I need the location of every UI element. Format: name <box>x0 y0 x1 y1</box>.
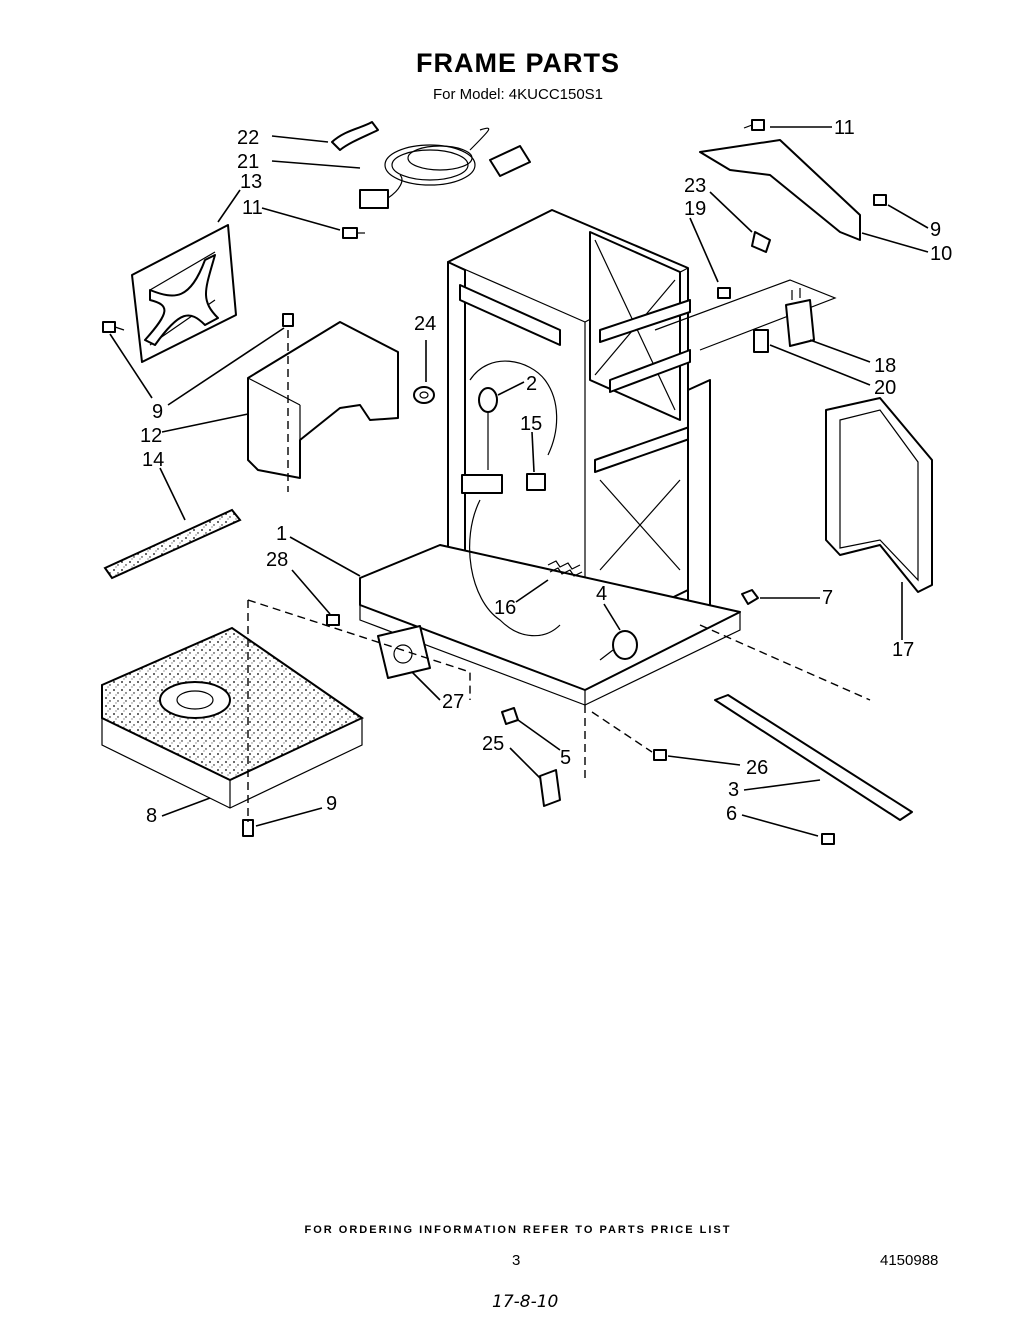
callout-11-left: 11 <box>242 197 263 219</box>
part-18-control-switch <box>785 288 815 347</box>
part-9-screw-right <box>873 194 887 206</box>
callout-1: 1 <box>276 523 287 545</box>
callout-13: 13 <box>240 171 262 193</box>
callout-5: 5 <box>560 747 571 769</box>
part-27-mounting-bracket <box>377 625 431 679</box>
part-21-power-cord <box>359 127 531 209</box>
callout-3: 3 <box>728 779 739 801</box>
callout-28: 28 <box>266 549 288 571</box>
part-2-thermostat <box>478 387 498 470</box>
part-7-nut <box>741 589 759 605</box>
callout-17: 17 <box>892 639 914 661</box>
callout-22: 22 <box>237 127 259 149</box>
callout-10: 10 <box>930 243 952 265</box>
part-17-panel <box>825 397 933 593</box>
callout-6: 6 <box>726 803 737 825</box>
part-12-cover-bracket <box>247 321 399 492</box>
callout-18: 18 <box>874 355 896 377</box>
part-12-screw <box>282 313 294 327</box>
main-frame <box>359 209 741 706</box>
callout-14: 14 <box>142 449 164 471</box>
part-28-screw <box>326 614 340 626</box>
callout-9-right: 9 <box>930 219 941 241</box>
callout-27: 27 <box>442 691 464 713</box>
part-8-base-pan <box>101 626 364 809</box>
page-number: 3 <box>512 1252 521 1269</box>
callout-21: 21 <box>237 151 259 173</box>
ordering-note: FOR ORDERING INFORMATION REFER TO PARTS … <box>304 1224 732 1236</box>
leader-lines <box>109 126 929 837</box>
part-10-hinge-bracket <box>699 139 861 241</box>
part-9-screw-bottom <box>242 819 254 837</box>
part-3-rail <box>714 694 913 821</box>
part-5-nut <box>501 707 519 725</box>
handwritten-note: 17-8-10 <box>492 1292 559 1312</box>
model-subtitle: For Model: 4KUCC150S1 <box>432 86 604 103</box>
part-9-screw-left <box>102 321 125 333</box>
callout-15: 15 <box>520 413 542 435</box>
part-26-screw <box>653 749 667 761</box>
callout-9-bottom: 9 <box>326 793 337 815</box>
callout-20: 20 <box>874 377 896 399</box>
callout-2: 2 <box>526 373 537 395</box>
part-4-control-knob <box>599 630 638 661</box>
part-24-grommet <box>413 386 435 404</box>
part-13-side-panel <box>131 224 237 363</box>
callout-11-right: 11 <box>834 117 855 139</box>
part-16-spring <box>547 560 583 577</box>
guide-plane <box>654 279 837 351</box>
part-6-screw <box>821 833 835 845</box>
callout-7: 7 <box>822 587 833 609</box>
callout-4: 4 <box>596 583 607 605</box>
part-25-bracket <box>539 769 561 807</box>
part-11-screw-left <box>342 227 365 239</box>
callout-19: 19 <box>684 198 706 220</box>
part-15-switch <box>526 473 546 491</box>
callout-8: 8 <box>146 805 157 827</box>
callout-16: 16 <box>494 597 516 619</box>
document-number: 4150988 <box>880 1252 939 1269</box>
part-20-plate <box>753 329 769 353</box>
part-14-foam-strip <box>103 508 242 580</box>
callout-25: 25 <box>482 733 504 755</box>
part-23-clip <box>751 231 771 253</box>
callout-24: 24 <box>414 313 436 335</box>
callout-26: 26 <box>746 757 768 779</box>
page-title: FRAME PARTS <box>416 48 620 78</box>
part-19-screw <box>717 287 731 299</box>
part-22-clip <box>331 121 379 151</box>
callout-9-left: 9 <box>152 401 163 423</box>
callout-12: 12 <box>140 425 162 447</box>
callout-23: 23 <box>684 175 706 197</box>
part-11-screw-right <box>743 119 765 131</box>
